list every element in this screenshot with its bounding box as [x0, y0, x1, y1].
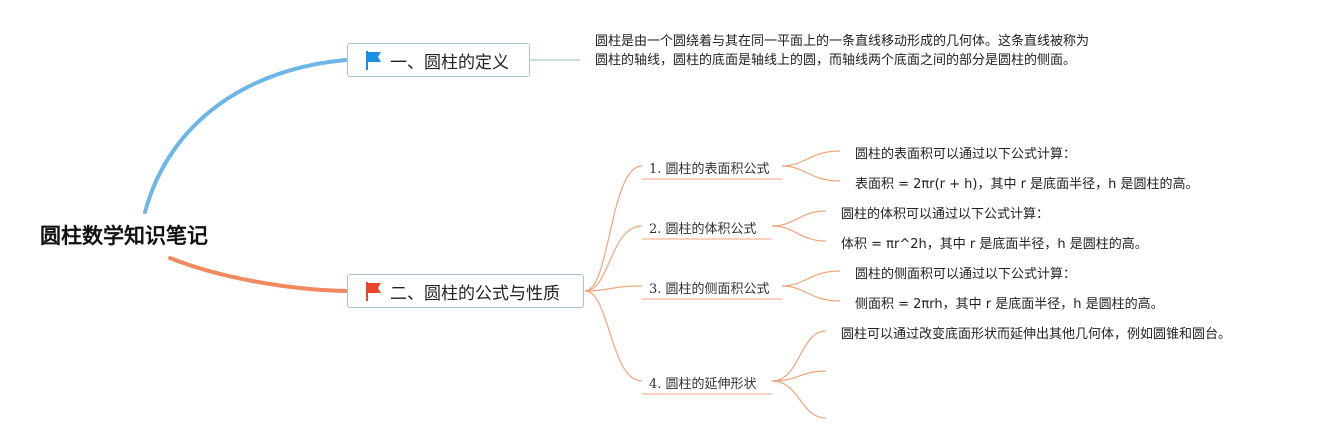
- branch-topic-label: 一、圆柱的定义: [390, 52, 509, 73]
- connector-sub-3-leaf-1: [781, 270, 841, 287]
- connector-sub-4-leaf-1: [771, 330, 827, 382]
- leaf-volume-formula[interactable]: 体积 = πr^2h，其中 r 是底面半径，h 是圆柱的高。: [841, 237, 1148, 252]
- connector-sub-3-leaf-2: [781, 285, 841, 302]
- central-topic[interactable]: 圆柱数学知识笔记: [40, 224, 208, 248]
- connector-branch-2-sub-4: [584, 290, 643, 382]
- connector-root-branch-1: [143, 58, 349, 214]
- leaf-volume-intro[interactable]: 圆柱的体积可以通过以下公式计算：: [841, 207, 1050, 222]
- connector-sub-1-leaf-1: [781, 150, 841, 167]
- blue-flag-icon: [366, 51, 381, 70]
- connector-branch-2-sub-1: [584, 165, 643, 292]
- subtopic-extended-shapes[interactable]: 4. 圆柱的延伸形状: [649, 377, 757, 392]
- leaf-surface-area-intro[interactable]: 圆柱的表面积可以通过以下公式计算：: [855, 147, 1077, 162]
- subtopic-lateral-area[interactable]: 3. 圆柱的侧面积公式: [649, 282, 770, 297]
- branch-topic-label: 二、圆柱的公式与性质: [390, 283, 560, 304]
- connector-sub-4-leaf-3: [771, 380, 827, 419]
- red-flag-icon: [366, 282, 381, 301]
- leaf-lateral-area-intro[interactable]: 圆柱的侧面积可以通过以下公式计算：: [855, 267, 1077, 282]
- branch-topic-formulas[interactable]: 二、圆柱的公式与性质: [347, 274, 584, 308]
- branch-topic-definition[interactable]: 一、圆柱的定义: [347, 43, 530, 77]
- connector-sub-1-leaf-2: [781, 165, 841, 182]
- subtopic-surface-area[interactable]: 1. 圆柱的表面积公式: [649, 162, 770, 177]
- connector-sub-4-leaf-2: [771, 370, 827, 382]
- connector-root-branch-2: [168, 256, 349, 293]
- leaf-surface-area-formula[interactable]: 表面积 = 2πr(r + h)，其中 r 是底面半径，h 是圆柱的高。: [855, 177, 1199, 192]
- connector-branch-2-sub-3: [584, 285, 643, 292]
- leaf-extended-shapes[interactable]: 圆柱可以通过改变底面形状而延伸出其他几何体，例如圆锥和圆台。: [841, 327, 1232, 342]
- connector-branch-2-sub-2: [584, 225, 643, 292]
- connector-sub-2-leaf-1: [771, 210, 827, 227]
- subtopic-volume[interactable]: 2. 圆柱的体积公式: [649, 222, 757, 237]
- leaf-lateral-area-formula[interactable]: 侧面积 = 2πrh，其中 r 是底面半径，h 是圆柱的高。: [855, 297, 1164, 312]
- connector-sub-2-leaf-2: [771, 225, 827, 242]
- definition-description[interactable]: 圆柱是由一个圆绕着与其在同一平面上的一条直线移动形成的几何体。这条直线被称为圆柱…: [595, 34, 1090, 68]
